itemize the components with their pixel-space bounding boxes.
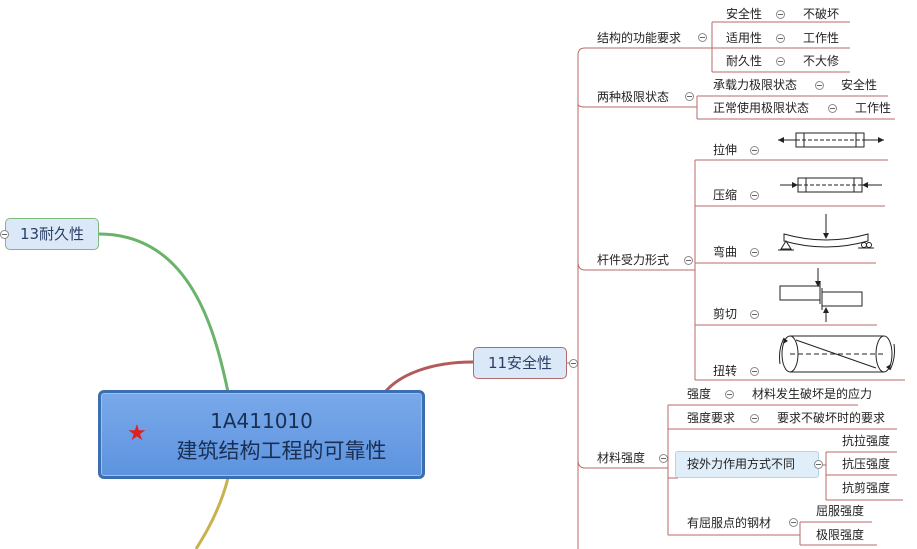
functional-item-label[interactable]: 安全性	[726, 7, 763, 21]
collapse-icon[interactable]	[750, 367, 759, 376]
collapse-material-icon[interactable]	[659, 454, 668, 463]
compression-diagram-icon	[776, 168, 886, 204]
force-label-shear[interactable]: 剪切	[713, 307, 738, 321]
limit-state-value[interactable]: 工作性	[855, 101, 892, 115]
limit-state-value[interactable]: 安全性	[841, 78, 878, 92]
collapse-icon[interactable]	[725, 390, 734, 399]
collapse-icon[interactable]	[815, 81, 824, 90]
collapse-icon[interactable]	[789, 518, 798, 527]
strength-requirement-label[interactable]: 强度要求	[687, 411, 736, 425]
force-label-bending[interactable]: 弯曲	[713, 245, 738, 259]
limit-state-label[interactable]: 承载力极限状态	[713, 78, 798, 92]
branch-limit-states-label[interactable]: 两种极限状态	[597, 90, 670, 104]
collapse-icon[interactable]	[828, 104, 837, 113]
collapse-forces-icon[interactable]	[684, 256, 693, 265]
branch-material-label[interactable]: 材料强度	[597, 451, 646, 465]
functional-item-label[interactable]: 适用性	[726, 31, 763, 45]
bending-diagram-icon	[776, 210, 876, 262]
yield-steel-label[interactable]: 有屈服点的钢材	[687, 516, 772, 530]
topic-11-label: 11安全性	[487, 354, 553, 372]
collapse-icon[interactable]	[776, 34, 785, 43]
central-topic[interactable]: ★ 1A411010 建筑结构工程的可靠性	[98, 390, 425, 479]
topic-11-safety[interactable]: 11安全性	[473, 347, 567, 379]
selected-topic-highlight[interactable]	[675, 451, 819, 478]
force-label-torsion[interactable]: 扭转	[713, 364, 738, 378]
collapse-icon[interactable]	[814, 460, 823, 469]
collapse-limit-states-icon[interactable]	[685, 92, 694, 101]
strength-value[interactable]: 材料发生破坏是的应力	[752, 387, 873, 401]
functional-item-label[interactable]: 耐久性	[726, 54, 763, 68]
limit-state-label[interactable]: 正常使用极限状态	[713, 101, 810, 115]
collapse-icon[interactable]	[750, 310, 759, 319]
functional-item-value[interactable]: 工作性	[803, 31, 840, 45]
collapse-icon[interactable]	[750, 146, 759, 155]
collapse-icon[interactable]	[776, 10, 785, 19]
tension-diagram-icon	[776, 124, 888, 158]
ultimate-strength[interactable]: 极限强度	[816, 528, 865, 542]
branch-functional-label[interactable]: 结构的功能要求	[597, 31, 682, 45]
strength-requirement-value[interactable]: 要求不破坏时的要求	[777, 411, 886, 425]
by-force-method-label[interactable]: 按外力作用方式不同	[687, 457, 796, 471]
topic-13-label: 13耐久性	[19, 225, 85, 243]
collapse-icon[interactable]	[750, 191, 759, 200]
force-label-compression[interactable]: 压缩	[713, 188, 738, 202]
shear-diagram-icon	[776, 266, 878, 324]
collapse-icon[interactable]	[776, 57, 785, 66]
star-icon: ★	[127, 421, 147, 446]
torsion-diagram-icon	[776, 330, 898, 378]
collapse-icon[interactable]	[750, 414, 759, 423]
tensile-strength[interactable]: 抗拉强度	[842, 434, 891, 448]
yield-strength[interactable]: 屈服强度	[816, 504, 865, 518]
collapse-functional-icon[interactable]	[698, 33, 707, 42]
topic-13-durability[interactable]: 13耐久性	[5, 218, 99, 250]
central-code: 1A411010	[210, 409, 313, 433]
collapse-icon[interactable]	[750, 248, 759, 257]
strength-label[interactable]: 强度	[687, 387, 712, 401]
branch-forces-label[interactable]: 杆件受力形式	[597, 253, 670, 267]
collapse-11-icon[interactable]	[569, 359, 578, 368]
force-label-tension[interactable]: 拉伸	[713, 143, 738, 157]
shear-strength[interactable]: 抗剪强度	[842, 481, 891, 495]
functional-item-value[interactable]: 不破坏	[803, 7, 840, 21]
compressive-strength[interactable]: 抗压强度	[842, 457, 891, 471]
central-title: 建筑结构工程的可靠性	[176, 439, 387, 463]
collapse-13-icon[interactable]	[0, 230, 9, 239]
functional-item-value[interactable]: 不大修	[803, 54, 840, 68]
